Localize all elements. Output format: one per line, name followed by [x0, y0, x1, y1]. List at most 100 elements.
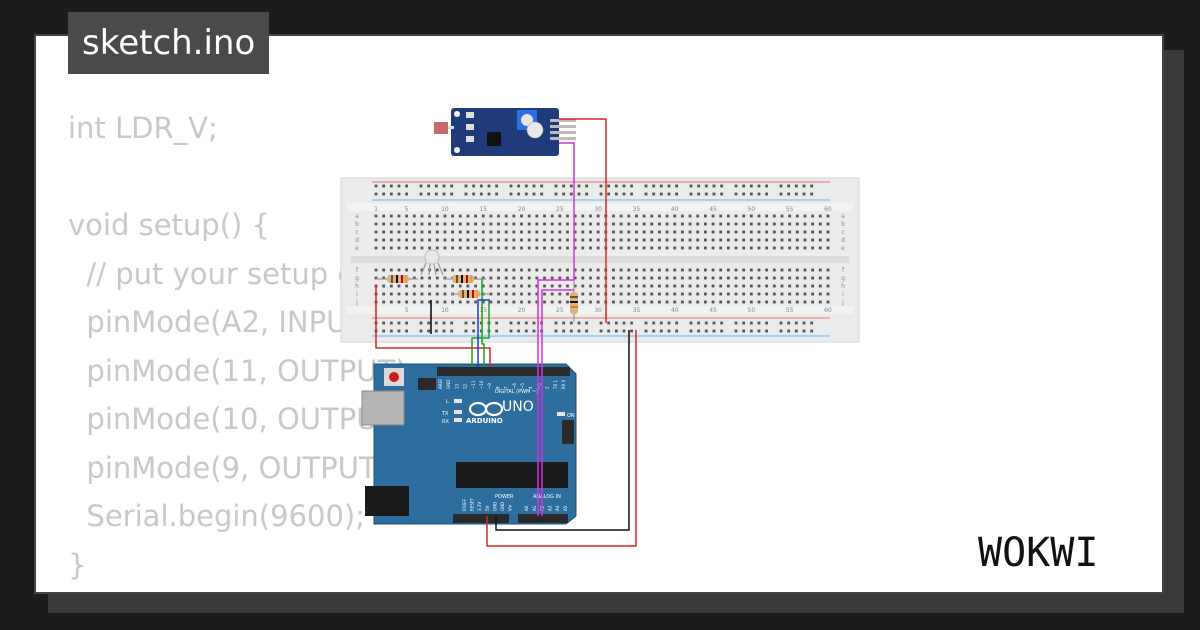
analog-header	[518, 514, 568, 523]
pin-label: ~5	[520, 383, 525, 389]
row-letter: a	[841, 213, 845, 220]
pin-label: AREF	[438, 378, 443, 389]
row-letter: g	[355, 275, 359, 282]
pin-label: 5V	[485, 505, 490, 511]
pin-label: ~10	[479, 380, 484, 389]
row-letter: c	[841, 229, 844, 236]
column-number: 10	[441, 206, 449, 213]
wire-red	[375, 285, 491, 367]
arduino-logo-icon	[468, 401, 504, 417]
pin-label: 8	[495, 386, 500, 389]
pin-label: ~6	[512, 383, 517, 389]
resistor[interactable]	[443, 275, 486, 283]
code-line: int LDR_V;	[68, 111, 218, 145]
resistor[interactable]	[570, 280, 578, 322]
pin-label: A0	[524, 505, 529, 511]
pin-label: A5	[563, 505, 568, 511]
power-label: POWER	[495, 494, 514, 500]
row-letter: e	[841, 245, 845, 252]
column-number: 25	[556, 307, 564, 314]
arduino-uno[interactable]: UNO ARDUINO DIGITAL (PWM ~) POWER ANALOG…	[361, 363, 577, 525]
row-letter: g	[841, 275, 845, 282]
wire-magenta	[541, 289, 574, 516]
column-number: 45	[709, 206, 717, 213]
usb-port	[361, 390, 405, 426]
arduino-wordmark: ARDUINO	[466, 417, 503, 425]
digital-label: DIGITAL (PWM ~)	[495, 389, 538, 395]
column-number: 40	[671, 206, 679, 213]
pin-label: Vin	[508, 504, 513, 511]
analog-label: ANALOG IN	[533, 494, 561, 500]
pin-label: TX 1	[553, 380, 558, 390]
photoresistor	[434, 122, 448, 134]
row-letter: e	[355, 245, 359, 252]
wire-blue	[477, 299, 490, 367]
ldr-module[interactable]	[434, 108, 576, 156]
wire-red	[486, 330, 637, 547]
resistor[interactable]	[451, 290, 490, 298]
pin-label: 7	[504, 386, 509, 389]
row-letter: i	[842, 291, 844, 298]
row-letter: a	[355, 213, 359, 220]
board-model: UNO	[502, 399, 534, 415]
column-number: 30	[594, 206, 602, 213]
column-number: 15	[479, 206, 487, 213]
pin-label: RESET	[470, 498, 475, 511]
file-tab[interactable]: sketch.ino	[68, 12, 270, 74]
resistor[interactable]	[376, 275, 418, 283]
row-letter: b	[355, 221, 359, 228]
column-number: 60	[824, 307, 832, 314]
wire-green	[481, 279, 485, 367]
digital-header	[437, 367, 570, 376]
power-jack	[365, 486, 409, 516]
reset-button[interactable]	[389, 372, 399, 382]
column-number: 10	[441, 307, 449, 314]
pin-label: A4	[555, 505, 560, 511]
rgb-led[interactable]	[420, 249, 444, 276]
pin-label: A1	[532, 505, 537, 511]
column-number: 35	[633, 206, 641, 213]
pin-label: GND	[492, 502, 497, 511]
wire-black	[495, 330, 630, 531]
code-line: Serial.begin(9600);	[68, 499, 366, 533]
pin-label: A3	[547, 505, 552, 511]
on-label: ON	[567, 413, 575, 419]
column-number: 20	[518, 307, 526, 314]
row-letter: c	[355, 229, 358, 236]
code-line: }	[68, 547, 87, 582]
column-number: 5	[405, 206, 409, 213]
brand-wordmark: WOKWI	[978, 530, 1098, 576]
wire-red	[559, 118, 607, 323]
column-number: 40	[671, 307, 679, 314]
terminal-holes	[374, 214, 830, 304]
tx-label: TX	[441, 411, 449, 417]
pin-label: GND	[500, 502, 505, 511]
pin-label: ~3	[536, 383, 541, 389]
column-number: 25	[556, 206, 564, 213]
pin-label: RX 0	[561, 379, 566, 389]
power-header	[453, 514, 509, 523]
pin-label: 3.3V	[477, 502, 482, 511]
wire-green	[471, 300, 490, 367]
column-number: 55	[786, 307, 794, 314]
pin-label: ~9	[487, 383, 492, 389]
column-number: 45	[709, 307, 717, 314]
column-number: 50	[748, 307, 756, 314]
row-letter: j	[841, 299, 844, 306]
column-number: 20	[518, 206, 526, 213]
row-letter: i	[356, 291, 358, 298]
pin-label: IOREF	[462, 498, 467, 511]
column-number: 50	[748, 206, 756, 213]
row-letter: d	[355, 237, 359, 244]
pin-label: 13	[454, 383, 459, 389]
atmega-chip	[456, 462, 568, 488]
code-line: void setup() {	[68, 208, 270, 242]
column-number: 15	[479, 307, 487, 314]
row-letter: j	[355, 299, 358, 306]
